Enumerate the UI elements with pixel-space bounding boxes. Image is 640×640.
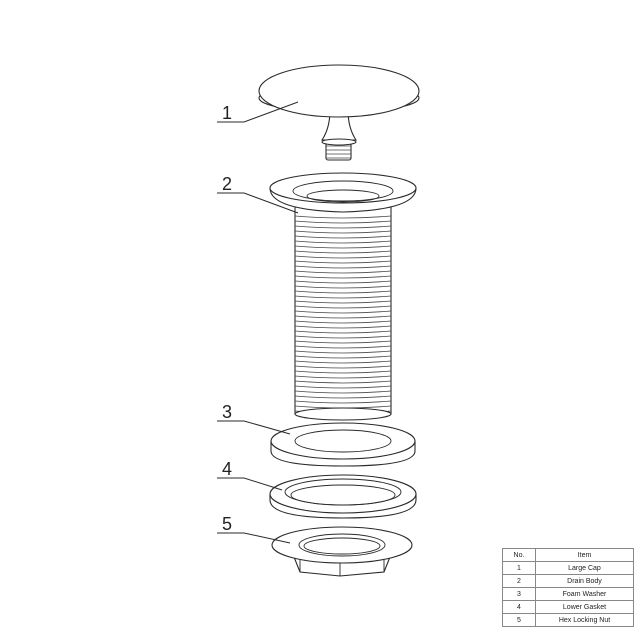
- thread-line: [294, 220, 392, 224]
- thread-line: [294, 295, 392, 299]
- thread-line: [294, 375, 392, 379]
- row-number: 1: [502, 561, 536, 575]
- callout-1: 1: [217, 101, 299, 123]
- thread-line: [294, 250, 392, 254]
- thread-line: [294, 365, 392, 369]
- thread-line: [294, 395, 392, 399]
- row-item: Foam Washer: [535, 587, 634, 601]
- thread-line: [294, 380, 392, 384]
- thread-line: [294, 230, 392, 234]
- part-foam-washer: [270, 422, 416, 467]
- thread-line: [294, 270, 392, 274]
- thread-line: [294, 275, 392, 279]
- thread-line: [294, 315, 392, 319]
- row-number: 4: [502, 600, 536, 614]
- thread-line: [294, 265, 392, 269]
- callout-3: 3: [217, 402, 291, 435]
- thread-line: [294, 255, 392, 259]
- thread-line: [294, 325, 392, 329]
- svg-text:4: 4: [222, 459, 232, 479]
- svg-text:3: 3: [222, 402, 232, 422]
- table-row: 1 Large Cap: [502, 561, 634, 575]
- thread-line: [294, 340, 392, 344]
- thread-line: [294, 355, 392, 359]
- thread-line: [294, 280, 392, 284]
- thread-line: [294, 310, 392, 314]
- table-row: 3 Foam Washer: [502, 587, 634, 601]
- thread-line: [294, 225, 392, 229]
- drain-body-threads: [294, 215, 392, 414]
- row-number: 5: [502, 613, 536, 627]
- thread-line: [294, 350, 392, 354]
- thread-line: [294, 300, 392, 304]
- table-header-row: No. Item: [502, 548, 634, 562]
- thread-line: [294, 330, 392, 334]
- thread-line: [294, 400, 392, 404]
- thread-line: [294, 370, 392, 374]
- svg-text:5: 5: [222, 514, 232, 534]
- callout-4: 4: [217, 459, 283, 491]
- row-item: Lower Gasket: [535, 600, 634, 614]
- row-item: Hex Locking Nut: [535, 613, 634, 627]
- svg-text:1: 1: [222, 103, 232, 123]
- thread-line: [294, 305, 392, 309]
- callout-5: 5: [217, 514, 291, 544]
- thread-line: [294, 285, 392, 289]
- part-hex-locking-nut: [271, 526, 413, 577]
- table-row: 2 Drain Body: [502, 574, 634, 588]
- part-large-cap: [258, 64, 420, 161]
- callout-2: 2: [217, 174, 299, 214]
- thread-line: [294, 345, 392, 349]
- row-item: Large Cap: [535, 561, 634, 575]
- thread-line: [294, 215, 392, 219]
- row-number: 2: [502, 574, 536, 588]
- thread-line: [294, 360, 392, 364]
- thread-line: [294, 390, 392, 394]
- part-lower-gasket: [269, 474, 417, 519]
- part-drain-body: [269, 172, 417, 421]
- row-number: 3: [502, 587, 536, 601]
- thread-line: [294, 385, 392, 389]
- thread-line: [294, 260, 392, 264]
- thread-line: [294, 320, 392, 324]
- thread-line: [294, 235, 392, 239]
- svg-text:2: 2: [222, 174, 232, 194]
- table-row: 4 Lower Gasket: [502, 600, 634, 614]
- row-item: Drain Body: [535, 574, 634, 588]
- thread-line: [294, 335, 392, 339]
- thread-line: [294, 245, 392, 249]
- table-row: 5 Hex Locking Nut: [502, 613, 634, 627]
- parts-list-table: No. Item 1 Large Cap 2 Drain Body 3 Foam…: [502, 548, 634, 627]
- column-header-item: Item: [535, 548, 634, 562]
- cap-stem-thread: [325, 141, 352, 161]
- thread-line: [294, 240, 392, 244]
- thread-line: [294, 290, 392, 294]
- column-header-no: No.: [502, 548, 536, 562]
